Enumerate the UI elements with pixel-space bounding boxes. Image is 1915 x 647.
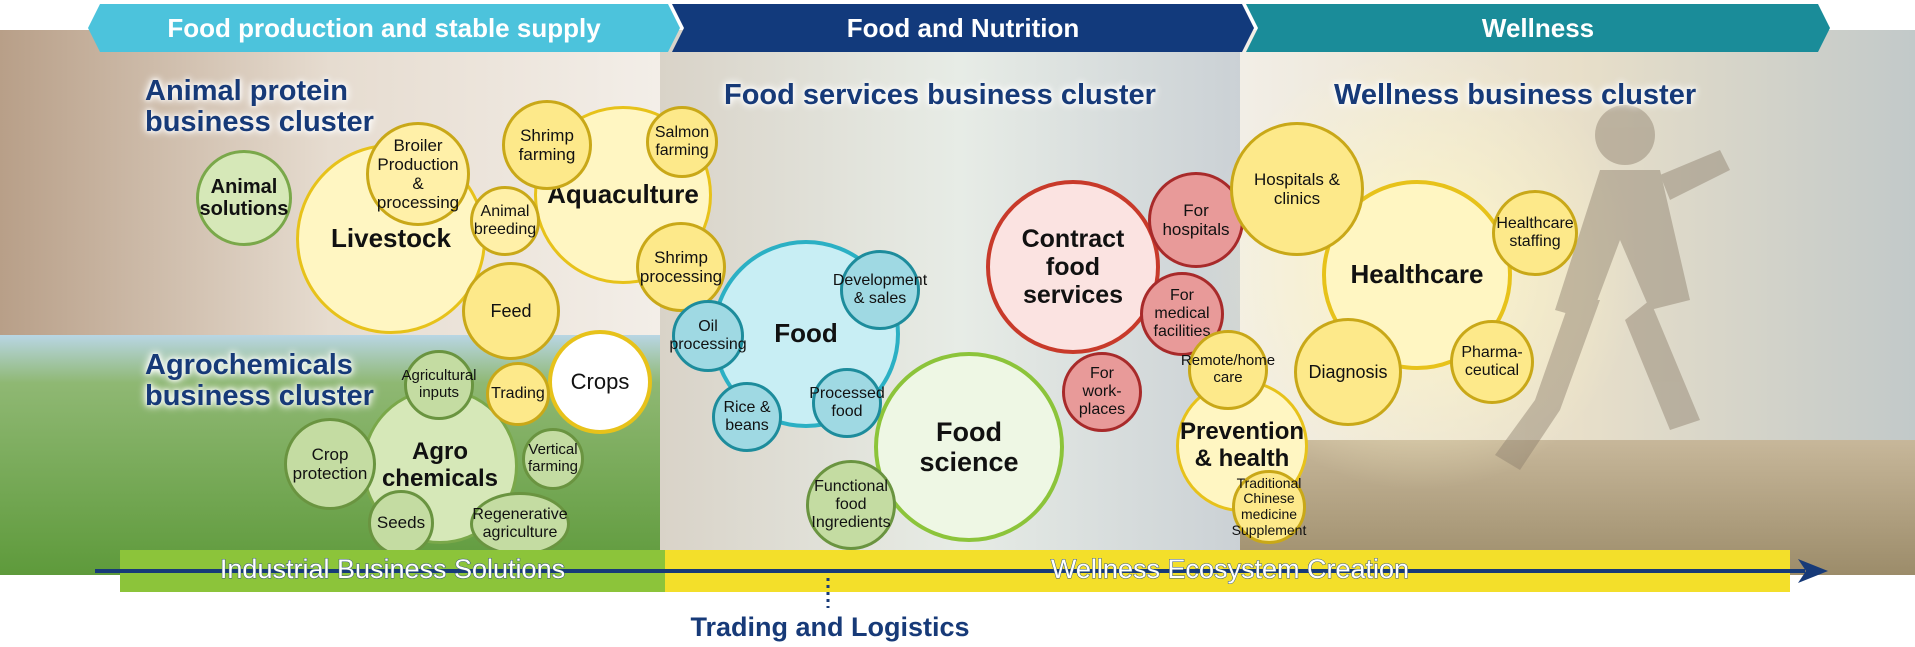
bubble-dev-sales: Development & sales xyxy=(833,250,927,330)
header-ribbons xyxy=(88,4,1830,52)
header-ribbon-food-nutrition xyxy=(672,4,1254,52)
bubble-tcm: Traditional Chinese medicine Supplement xyxy=(1232,470,1306,544)
arrow-head xyxy=(1798,559,1828,583)
bubble-shrimp-farming: Shrimp farming xyxy=(502,100,592,190)
bubble-agri-inputs: Agricultural inputs xyxy=(401,350,477,420)
bubble-for-hospitals: For hospitals xyxy=(1148,172,1244,268)
header-ribbon-food-production xyxy=(88,4,680,52)
trading-logistics-label: Trading and Logistics xyxy=(690,612,970,642)
cluster-title-agrochemicals: Agrochemicals business cluster xyxy=(145,349,374,412)
bubble-trading: Trading xyxy=(486,362,550,426)
bubble-pharma: Pharma- ceutical xyxy=(1450,320,1534,404)
bubble-diagnosis: Diagnosis xyxy=(1294,318,1402,426)
header-food-nutrition: Food and Nutrition xyxy=(846,12,1080,43)
bubble-crops: Crops xyxy=(548,330,652,434)
bubble-functional-food: Functional food Ingredients xyxy=(806,460,896,550)
bubble-food-science: Food science xyxy=(874,352,1064,542)
bubble-crop-protection: Crop protection xyxy=(284,418,376,510)
header-ribbon-wellness xyxy=(1246,4,1830,52)
header-wellness: Wellness xyxy=(1481,12,1595,43)
bubble-healthcare-staffing: Healthcare staffing xyxy=(1492,190,1578,276)
bubble-processed-food: Processed food xyxy=(809,368,885,438)
bubble-animal-solutions: Animal solutions xyxy=(196,150,292,246)
bubble-vertical-farming: Vertical farming xyxy=(522,428,584,490)
cluster-title-animal-protein: Animal protein business cluster xyxy=(145,75,374,138)
bubble-salmon-farming: Salmon farming xyxy=(646,106,718,178)
bubble-for-workplaces: For work- places xyxy=(1062,352,1142,432)
bubble-animal-breeding: Animal breeding xyxy=(470,186,540,256)
bubble-broiler: Broiler Production & processing xyxy=(366,122,470,226)
bar-label-wellness-eco: Wellness Ecosystem Creation xyxy=(1050,554,1410,585)
bubble-shrimp-processing: Shrimp processing xyxy=(636,222,726,312)
bubble-regenerative: Regenerative agriculture xyxy=(470,492,570,556)
bubble-for-medical: For medical facilities xyxy=(1140,272,1224,356)
header-food-production: Food production and stable supply xyxy=(167,12,601,43)
bar-label-industrial: Industrial Business Solutions xyxy=(219,554,566,585)
bubble-feed: Feed xyxy=(462,262,560,360)
bubble-oil-processing: Oil processing xyxy=(669,300,747,372)
bubble-remote-care: Remote/home care xyxy=(1181,330,1275,410)
bubble-hospitals-clinics: Hospitals & clinics xyxy=(1230,122,1364,256)
runner-silhouette xyxy=(1495,105,1730,470)
cluster-title-wellness: Wellness business cluster xyxy=(1334,79,1697,111)
bubble-contract-food: Contract food services xyxy=(986,180,1160,354)
bubble-rice-beans: Rice & beans xyxy=(712,382,782,452)
cluster-title-food-services: Food services business cluster xyxy=(724,79,1156,111)
